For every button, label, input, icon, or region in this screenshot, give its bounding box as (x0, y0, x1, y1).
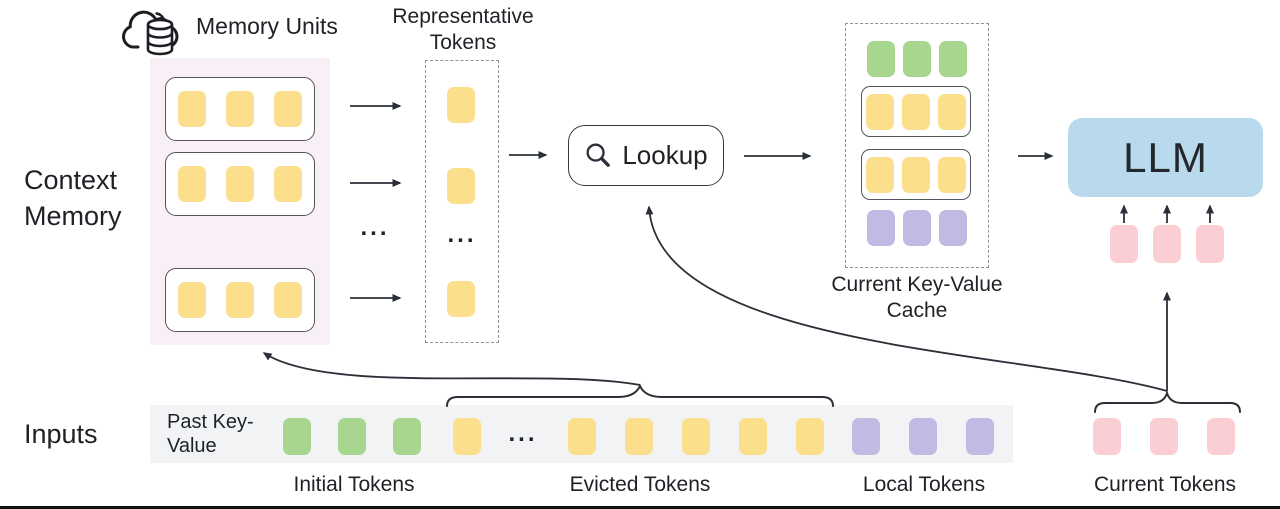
yellow-token (625, 418, 653, 455)
purple-token (867, 210, 895, 246)
evicted-tokens-label: Evicted Tokens (569, 473, 711, 496)
current-tokens-label: Current Tokens (1093, 473, 1237, 496)
representative-tokens-panel: ... (425, 60, 499, 343)
yellow-token (938, 156, 966, 193)
memory-units-label: Memory Units (196, 13, 338, 39)
curve-evicted-to-memory (262, 352, 641, 386)
green-token (939, 41, 967, 77)
lookup-label: Lookup (622, 140, 708, 170)
arrows-ellipsis: ... (360, 214, 390, 241)
pink-token (1153, 225, 1181, 263)
yellow-token (274, 91, 302, 127)
purple-token (852, 418, 880, 455)
lookup-button: Lookup (568, 125, 724, 186)
yellow-token (568, 418, 596, 455)
yellow-token (739, 418, 767, 455)
cloud-database-icon (122, 10, 179, 56)
yellow-token (447, 281, 475, 317)
yellow-token (796, 418, 824, 455)
llm-input-tokens (1110, 225, 1224, 263)
yellow-token (226, 282, 254, 318)
evicted-tokens-tail (568, 418, 824, 455)
inputs-label: Inputs (24, 419, 98, 449)
llm-label: LLM (1123, 133, 1208, 181)
brace-current-tokens (1094, 389, 1241, 413)
magnifier-icon (586, 143, 611, 167)
yellow-token (447, 87, 475, 123)
evicted-tokens-head (453, 418, 481, 455)
yellow-token (902, 156, 930, 193)
yellow-token (447, 168, 475, 204)
representative-token-slot (447, 168, 475, 209)
cache-local-row (846, 210, 988, 246)
pink-token (1110, 225, 1138, 263)
past-key-value-label: Past Key-Value (167, 411, 254, 457)
representative-tokens-label: Representative Tokens (392, 5, 540, 55)
current-kv-cache-label: Current Key-Value Cache (831, 273, 1009, 322)
evicted-ellipsis: ... (508, 420, 538, 447)
llm-box: LLM (1068, 118, 1263, 197)
cache-initial-row (846, 41, 988, 77)
memory-unit-row (165, 77, 315, 141)
yellow-token (226, 91, 254, 127)
brace-evicted-tokens (446, 383, 834, 407)
yellow-token (274, 282, 302, 318)
yellow-token (274, 166, 302, 202)
yellow-token (938, 93, 966, 130)
green-token (338, 418, 366, 455)
local-tokens-label: Local Tokens (862, 473, 986, 496)
initial-tokens-label: Initial Tokens (293, 473, 415, 496)
representative-ellipsis: ... (447, 221, 477, 248)
yellow-token (178, 282, 206, 318)
purple-token (909, 418, 937, 455)
yellow-token (682, 418, 710, 455)
cache-memory-unit-row (861, 86, 971, 137)
purple-token (966, 418, 994, 455)
representative-token-slot (447, 281, 475, 322)
purple-token (939, 210, 967, 246)
local-tokens-group (852, 418, 994, 455)
green-token (283, 418, 311, 455)
green-token (867, 41, 895, 77)
pink-token (1093, 418, 1121, 455)
context-memory-panel: ... (150, 58, 330, 345)
yellow-token (178, 166, 206, 202)
green-token (393, 418, 421, 455)
initial-tokens-group (283, 418, 421, 455)
current-tokens-group (1093, 418, 1235, 455)
pink-token (1207, 418, 1235, 455)
yellow-token (902, 93, 930, 130)
cache-memory-unit-row (861, 149, 971, 200)
context-memory-label: Context Memory (24, 165, 125, 231)
pink-token (1150, 418, 1178, 455)
purple-token (903, 210, 931, 246)
green-token (903, 41, 931, 77)
yellow-token (178, 91, 206, 127)
representative-token-slot (447, 87, 475, 128)
yellow-token (453, 418, 481, 455)
figure-bottom-rule (0, 506, 1280, 509)
yellow-token (866, 93, 894, 130)
current-kv-cache-panel (845, 23, 989, 268)
pink-token (1196, 225, 1224, 263)
memory-unit-row (165, 268, 315, 332)
yellow-token (866, 156, 894, 193)
memory-unit-row (165, 152, 315, 216)
past-kv-strip: Past Key-Value ... (150, 405, 1013, 463)
yellow-token (226, 166, 254, 202)
